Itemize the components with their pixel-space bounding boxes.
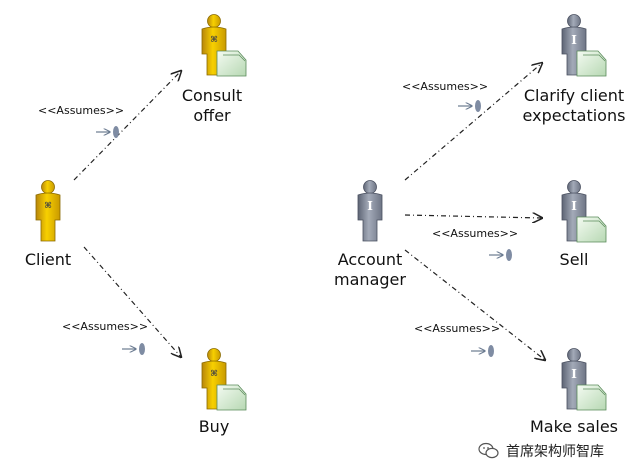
assumes-label: <<Assumes>> <box>38 104 125 117</box>
svg-text:⌘: ⌘ <box>45 199 52 212</box>
clarify-expectations-worker-icon[interactable]: I <box>561 14 607 77</box>
svg-text:I: I <box>571 199 577 213</box>
consult-offer-label-line2: offer <box>193 106 231 125</box>
svg-text:I: I <box>367 199 373 213</box>
clarify-expectations-label: Clarify client expectations <box>513 86 635 126</box>
make-sales-label: Make sales <box>530 417 618 436</box>
sell-worker-icon[interactable]: I <box>561 180 607 243</box>
assumes-marker-icon <box>458 100 481 112</box>
assumes-line-am-sell[interactable] <box>404 215 542 218</box>
account-manager-label-line1: Account <box>337 250 403 269</box>
svg-text:I: I <box>571 33 577 47</box>
assumes-label: <<Assumes>> <box>402 80 489 93</box>
assumes-marker-icon <box>122 343 145 355</box>
wechat-icon <box>478 442 499 459</box>
account-manager-actor-icon[interactable]: I <box>357 180 383 242</box>
sell-label: Sell <box>559 250 589 269</box>
assumes-label: <<Assumes>> <box>62 320 149 333</box>
client-label: Client <box>24 250 72 269</box>
clarify-expectations-label-line1: Clarify client <box>523 86 625 105</box>
consult-offer-label: Consult offer <box>160 86 264 126</box>
assumes-line-client-consult[interactable] <box>73 71 181 181</box>
svg-text:I: I <box>571 367 577 381</box>
assumes-line-am-make-sales[interactable] <box>404 249 545 360</box>
consult-offer-worker-icon[interactable]: ⌘ <box>201 14 247 77</box>
svg-text:⌘: ⌘ <box>211 367 218 380</box>
buy-worker-icon[interactable]: ⌘ <box>201 348 247 411</box>
watermark-text: 首席架构师智库 <box>506 444 604 460</box>
account-manager-label: Account manager <box>318 250 422 290</box>
clarify-expectations-label-line2: expectations <box>522 106 626 125</box>
assumes-line-client-buy[interactable] <box>83 246 181 357</box>
account-manager-label-line2: manager <box>334 270 406 289</box>
assumes-label: <<Assumes>> <box>414 322 501 335</box>
assumes-label: <<Assumes>> <box>432 227 519 240</box>
assumes-marker-icon <box>96 126 119 138</box>
consult-offer-label-line1: Consult <box>181 86 243 105</box>
assumes-marker-icon <box>489 249 512 261</box>
assumes-marker-icon <box>471 345 494 357</box>
relations-layer <box>73 63 545 360</box>
client-actor-icon[interactable]: ⌘ <box>35 180 61 242</box>
svg-text:⌘: ⌘ <box>211 33 218 46</box>
make-sales-worker-icon[interactable]: I <box>561 348 607 411</box>
watermark: 首席架构师智库 <box>478 436 638 466</box>
buy-label: Buy <box>198 417 230 436</box>
